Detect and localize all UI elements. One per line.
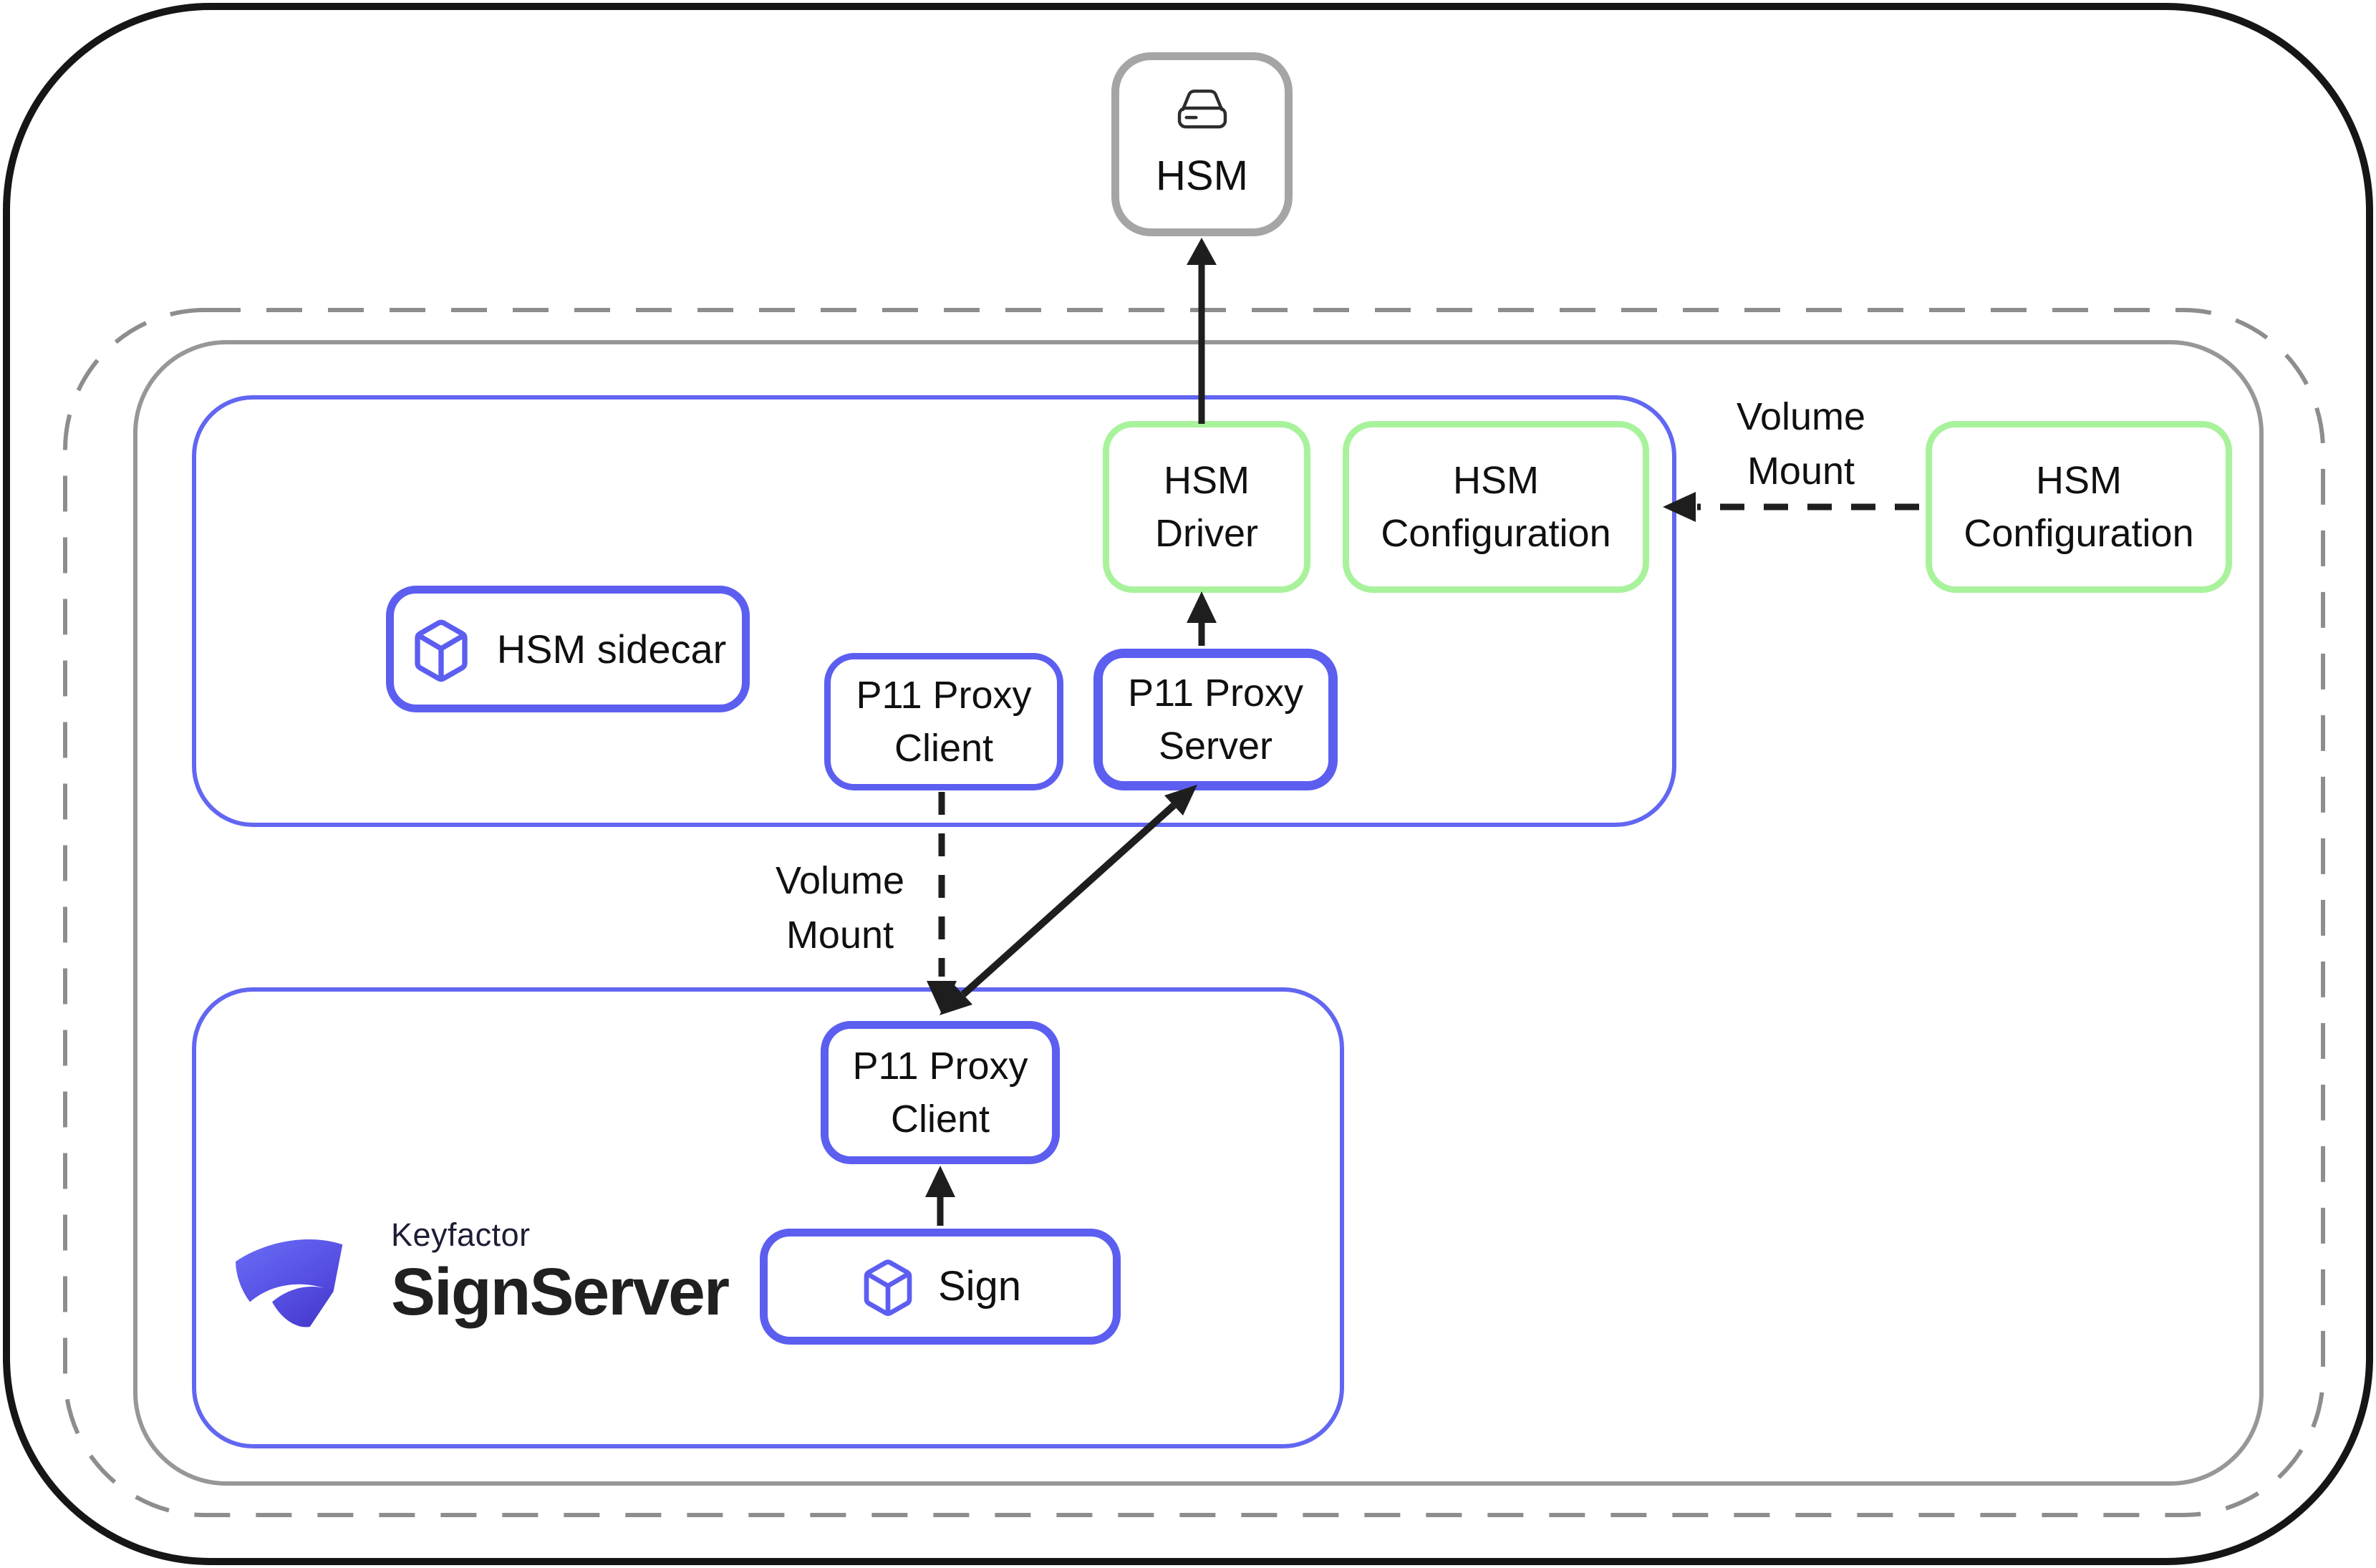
p11-proxy-server-line1: P11 Proxy (1127, 672, 1304, 715)
sign-worker-label: Sign (937, 1263, 1022, 1310)
hsm-driver-label-line2: Driver (1155, 512, 1258, 555)
volume-mount-right-line1: Volume (1736, 395, 1866, 438)
hsm-configuration-inner-line1: HSM (1453, 459, 1539, 502)
p11-proxy-client-sidecar-line2: Client (894, 727, 994, 770)
volume-mount-label-left: Volume Mount (733, 853, 947, 962)
hsm-sidecar-label: HSM sidecar (496, 626, 727, 672)
logo-wordmark: Keyfactor SignServer (391, 1216, 730, 1329)
hsm-driver-label-line1: HSM (1164, 459, 1250, 502)
diagram-outer-frame (3, 3, 2373, 1565)
logo-product-text: SignServer (391, 1254, 730, 1329)
hsm-configuration-external-node: HSM Configuration (1926, 421, 2232, 593)
logo-brand-text: Keyfactor (391, 1216, 531, 1253)
hsm-configuration-inner-node: HSM Configuration (1343, 421, 1649, 593)
hsm-configuration-external-line2: Configuration (1964, 512, 2194, 555)
hsm-node-label: HSM (1156, 152, 1248, 199)
p11-proxy-client-signserver-line1: P11 Proxy (852, 1045, 1028, 1088)
p11-proxy-client-signserver-line2: Client (890, 1098, 990, 1141)
keyfactor-signserver-logo: Keyfactor SignServer (229, 1216, 730, 1333)
keyfactor-ribbon-logo-icon (236, 1239, 343, 1327)
p11-proxy-client-sidecar-node: P11 Proxy Client (824, 653, 1063, 790)
volume-mount-label-right: Volume Mount (1694, 389, 1908, 498)
hsm-configuration-inner-line2: Configuration (1381, 512, 1611, 555)
container-cube-icon (415, 619, 468, 682)
p11-proxy-client-sidecar-line1: P11 Proxy (856, 674, 1032, 717)
container-cube-icon (864, 1259, 912, 1316)
p11-proxy-server-line2: Server (1158, 725, 1273, 768)
hsm-driver-node: HSM Driver (1103, 421, 1310, 593)
p11-proxy-server-node: P11 Proxy Server (1093, 649, 1338, 790)
volume-mount-right-line2: Mount (1747, 450, 1855, 493)
sign-worker-node: Sign (760, 1229, 1121, 1345)
volume-mount-left-line2: Mount (786, 914, 894, 957)
hsm-sidecar-node: HSM sidecar (386, 586, 750, 712)
volume-mount-left-line1: Volume (775, 859, 905, 902)
hsm-configuration-external-line1: HSM (2036, 459, 2122, 502)
hsm-node: HSM (1111, 52, 1293, 236)
hard-drive-icon (1177, 89, 1227, 128)
p11-proxy-client-signserver-node: P11 Proxy Client (821, 1021, 1060, 1164)
